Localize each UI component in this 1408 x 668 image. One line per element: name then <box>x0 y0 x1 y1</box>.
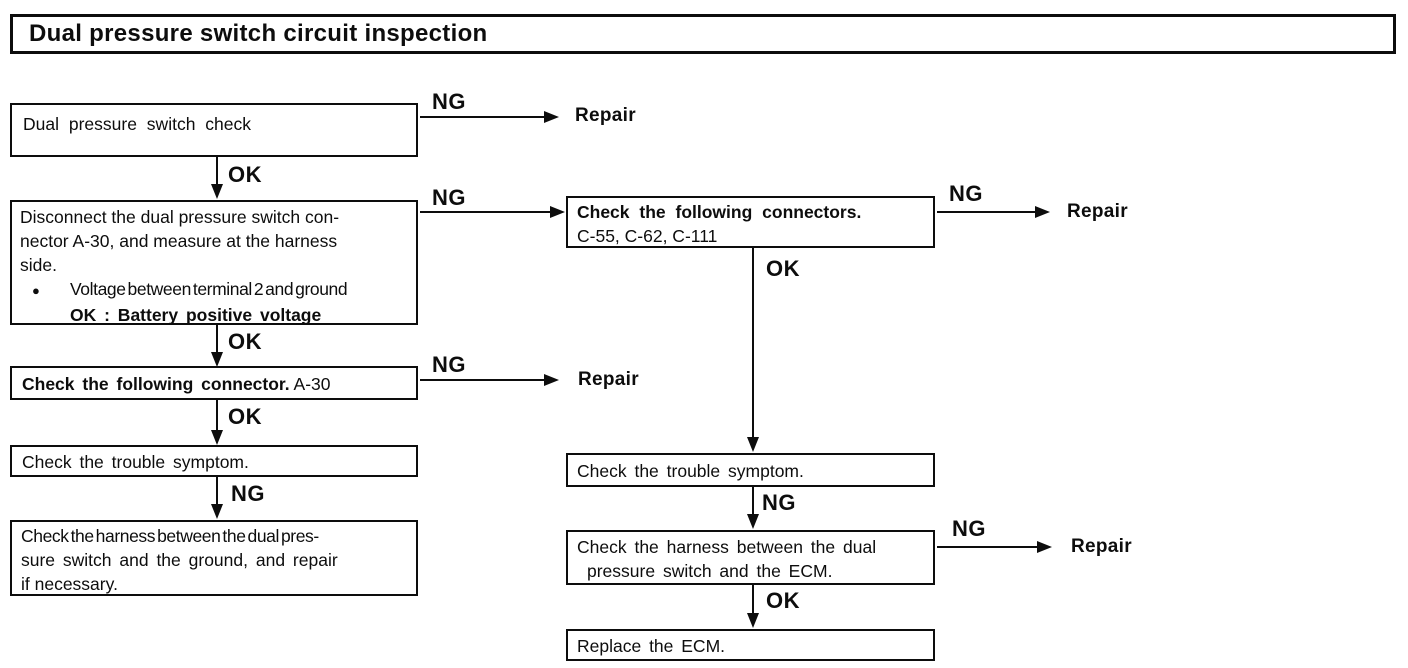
bullet-item-text: Voltage between terminal 2 and ground <box>70 279 348 299</box>
arrow-line-l3-to-repair <box>420 379 544 381</box>
step-disconnect-connector-measure: Disconnect the dual pressure switch con-… <box>10 200 418 325</box>
connector-code: A-30 <box>293 374 331 394</box>
step-text: Replace the ECM. <box>577 636 726 656</box>
arrowhead-l3-to-l4 <box>211 430 223 445</box>
step-check-connector-a30: Check the following connector. A-30 <box>10 366 418 400</box>
ok-label-r3: OK <box>766 588 800 613</box>
arrow-line-r3-to-repair <box>937 546 1037 548</box>
repair-terminal-4: Repair <box>1071 536 1132 557</box>
step-text: Check the following connector. A-30 <box>22 372 406 396</box>
arrowhead-l1-to-l2 <box>211 184 223 199</box>
ok-label-l1: OK <box>228 162 262 187</box>
arrowhead-l2-to-l3 <box>211 352 223 367</box>
connector-codes: C-55, C-62, C-111 <box>577 226 718 246</box>
arrow-line-l1-to-repair <box>420 116 544 118</box>
ng-label-l3: NG <box>432 352 466 377</box>
step-text: Dual pressure switch check <box>23 114 251 134</box>
ok-label-l3: OK <box>228 404 262 429</box>
arrow-line-r1-to-repair <box>937 211 1035 213</box>
repair-terminal-2: Repair <box>578 369 639 390</box>
ng-label-r1: NG <box>949 181 983 206</box>
arrowhead-l4-to-l5 <box>211 504 223 519</box>
ng-label-l1: NG <box>432 89 466 114</box>
ng-label-l4: NG <box>231 481 265 506</box>
bullet-icon: ● <box>32 283 40 298</box>
arrow-line-l2-to-r1 <box>420 211 550 213</box>
arrow-line-l3-to-l4 <box>216 400 218 430</box>
title-bar: Dual pressure switch circuit inspection <box>10 14 1396 54</box>
arrowhead-l2-to-r1 <box>550 206 565 218</box>
step-text-line1: Disconnect the dual pressure switch con- <box>20 207 340 227</box>
ok-label-r1: OK <box>766 256 800 281</box>
ok-label-l2: OK <box>228 329 262 354</box>
step-text-line1: Check the harness between the dual <box>577 537 877 557</box>
arrowhead-l3-to-repair <box>544 374 559 386</box>
ng-label-l2: NG <box>432 185 466 210</box>
step-text-line1: Check the harness between the dual pres- <box>21 526 319 546</box>
step-check-connectors-c55-c62-c111: Check the following connectors. C-55, C-… <box>566 196 935 248</box>
step-text-bold: Check the following connectors. <box>577 202 862 222</box>
step-text-line3: side. <box>20 255 57 275</box>
arrowhead-r2-to-r3 <box>747 514 759 529</box>
arrow-line-r2-to-r3 <box>752 487 754 515</box>
repair-terminal-3: Repair <box>1067 201 1128 222</box>
step-text-line2: pressure switch and the ECM. <box>587 561 833 581</box>
arrowhead-l1-to-repair <box>544 111 559 123</box>
bullet-item-row: ● Voltage between terminal 2 and ground <box>20 277 408 303</box>
arrowhead-r1-to-r2 <box>747 437 759 452</box>
step-check-harness-ground: Check the harness between the dual pres-… <box>10 520 418 596</box>
step-text-line2: nector A-30, and measure at the harness <box>20 231 338 251</box>
arrow-line-r3-to-r4 <box>752 585 754 614</box>
page-title: Dual pressure switch circuit inspection <box>29 20 488 47</box>
step-replace-ecm: Replace the ECM. <box>566 629 935 661</box>
step-text: Check the trouble symptom. <box>577 461 804 481</box>
arrow-line-r1-to-r2 <box>752 248 754 438</box>
step-dual-pressure-switch-check: Dual pressure switch check <box>10 103 418 157</box>
arrow-line-l1-to-l2 <box>216 157 218 184</box>
arrow-line-l2-to-l3 <box>216 325 218 354</box>
step-text-line2: sure switch and the ground, and repair <box>21 550 338 570</box>
arrowhead-r3-to-repair <box>1037 541 1052 553</box>
arrowhead-r3-to-r4 <box>747 613 759 628</box>
step-text-line3: if necessary. <box>21 574 118 594</box>
arrow-line-l4-to-l5 <box>216 477 218 505</box>
step-text: Check the trouble symptom. <box>22 452 249 472</box>
step-text-bold: Check the following connector. <box>22 374 290 394</box>
ng-label-r2: NG <box>762 490 796 515</box>
step-check-trouble-symptom-right: Check the trouble symptom. <box>566 453 935 487</box>
repair-terminal-1: Repair <box>575 105 636 126</box>
ng-label-r3: NG <box>952 516 986 541</box>
ok-condition-text: OK : Battery positive voltage <box>70 305 322 325</box>
arrowhead-r1-to-repair <box>1035 206 1050 218</box>
step-check-harness-ecm: Check the harness between the dual press… <box>566 530 935 585</box>
step-check-trouble-symptom-left: Check the trouble symptom. <box>10 445 418 477</box>
